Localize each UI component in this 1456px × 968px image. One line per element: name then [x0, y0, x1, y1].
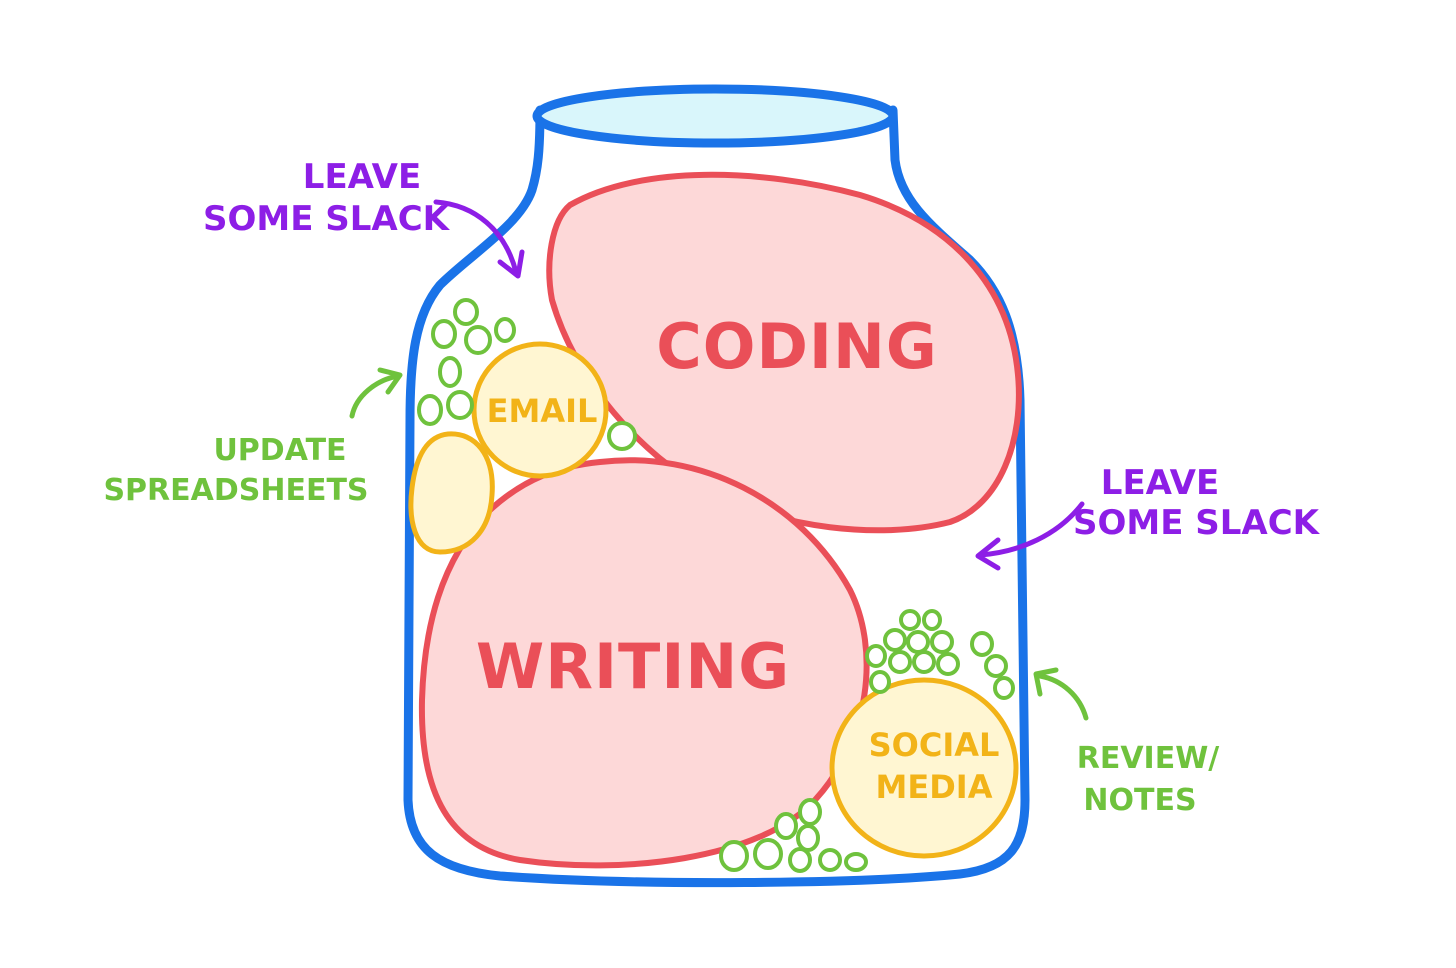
writing-task: Writing	[418, 457, 870, 869]
pebble	[774, 812, 798, 840]
social-media-task: Social Media	[829, 677, 1019, 859]
slack-top-line2: Some Slack	[203, 199, 451, 239]
pebble	[899, 609, 921, 631]
small-yellow-blob	[408, 431, 495, 555]
pebble	[464, 325, 492, 355]
pebble	[984, 654, 1008, 678]
pebble	[753, 838, 783, 870]
pebble	[993, 676, 1015, 700]
email-circle	[471, 341, 609, 479]
review-line2: Notes	[1083, 783, 1196, 818]
spreadsheets-arrowhead	[377, 367, 403, 395]
slack-top-arrow	[433, 199, 519, 275]
pebble	[417, 394, 443, 426]
spreadsheets-line1: Update	[213, 433, 346, 468]
pebble	[936, 652, 960, 676]
social-media-label-line1: Social	[869, 726, 1000, 764]
slack-right-arrowhead	[975, 537, 1001, 571]
pebbles-bottom	[719, 798, 868, 873]
pebble	[438, 356, 462, 388]
review-arrowhead	[1033, 667, 1059, 697]
pebble	[788, 847, 812, 873]
pebble	[453, 298, 479, 326]
spreadsheets-arrow	[349, 373, 401, 419]
slack-top-line1: Leave	[303, 157, 421, 197]
pebbles-upper-left	[417, 298, 637, 451]
pebble	[607, 421, 637, 451]
pebble	[970, 631, 994, 657]
annotation-spreadsheets: Update Spreadsheets	[103, 367, 403, 508]
writing-label: Writing	[476, 630, 790, 703]
email-label: Email	[487, 392, 598, 430]
pebbles-right	[865, 609, 1015, 700]
annotation-slack-right: Leave Some Slack	[975, 463, 1321, 571]
spreadsheets-line2: Spreadsheets	[103, 473, 368, 508]
review-line1: Review/	[1077, 741, 1220, 776]
pebble	[844, 852, 868, 872]
pebble	[883, 628, 907, 652]
pebble	[869, 670, 891, 694]
pebble	[865, 644, 887, 668]
pebble	[930, 630, 954, 654]
pebble	[912, 650, 936, 674]
pebble	[431, 319, 457, 349]
slack-right-line2: Some Slack	[1073, 503, 1321, 543]
annotation-review-notes: Review/ Notes	[1033, 667, 1220, 818]
email-task: Email	[471, 341, 609, 479]
social-media-label-line2: Media	[876, 768, 993, 806]
jar-rim	[532, 84, 898, 148]
social-media-circle	[829, 677, 1019, 859]
pebble	[719, 840, 749, 872]
annotation-slack-top: Leave Some Slack	[203, 157, 525, 279]
pebble	[798, 798, 822, 826]
coding-task: Coding	[546, 171, 1022, 534]
pebble	[906, 630, 930, 654]
slack-right-arrow	[977, 501, 1085, 558]
pebble	[446, 390, 474, 420]
pebble	[888, 650, 912, 674]
slack-top-arrowhead	[497, 249, 525, 279]
coding-blob	[546, 171, 1022, 534]
pebble	[494, 317, 516, 343]
pebble	[922, 609, 942, 631]
review-arrow	[1037, 673, 1089, 721]
coding-label: Coding	[656, 310, 938, 383]
slack-right-line1: Leave	[1101, 463, 1219, 503]
pebble	[818, 848, 842, 872]
pebble	[796, 824, 820, 852]
